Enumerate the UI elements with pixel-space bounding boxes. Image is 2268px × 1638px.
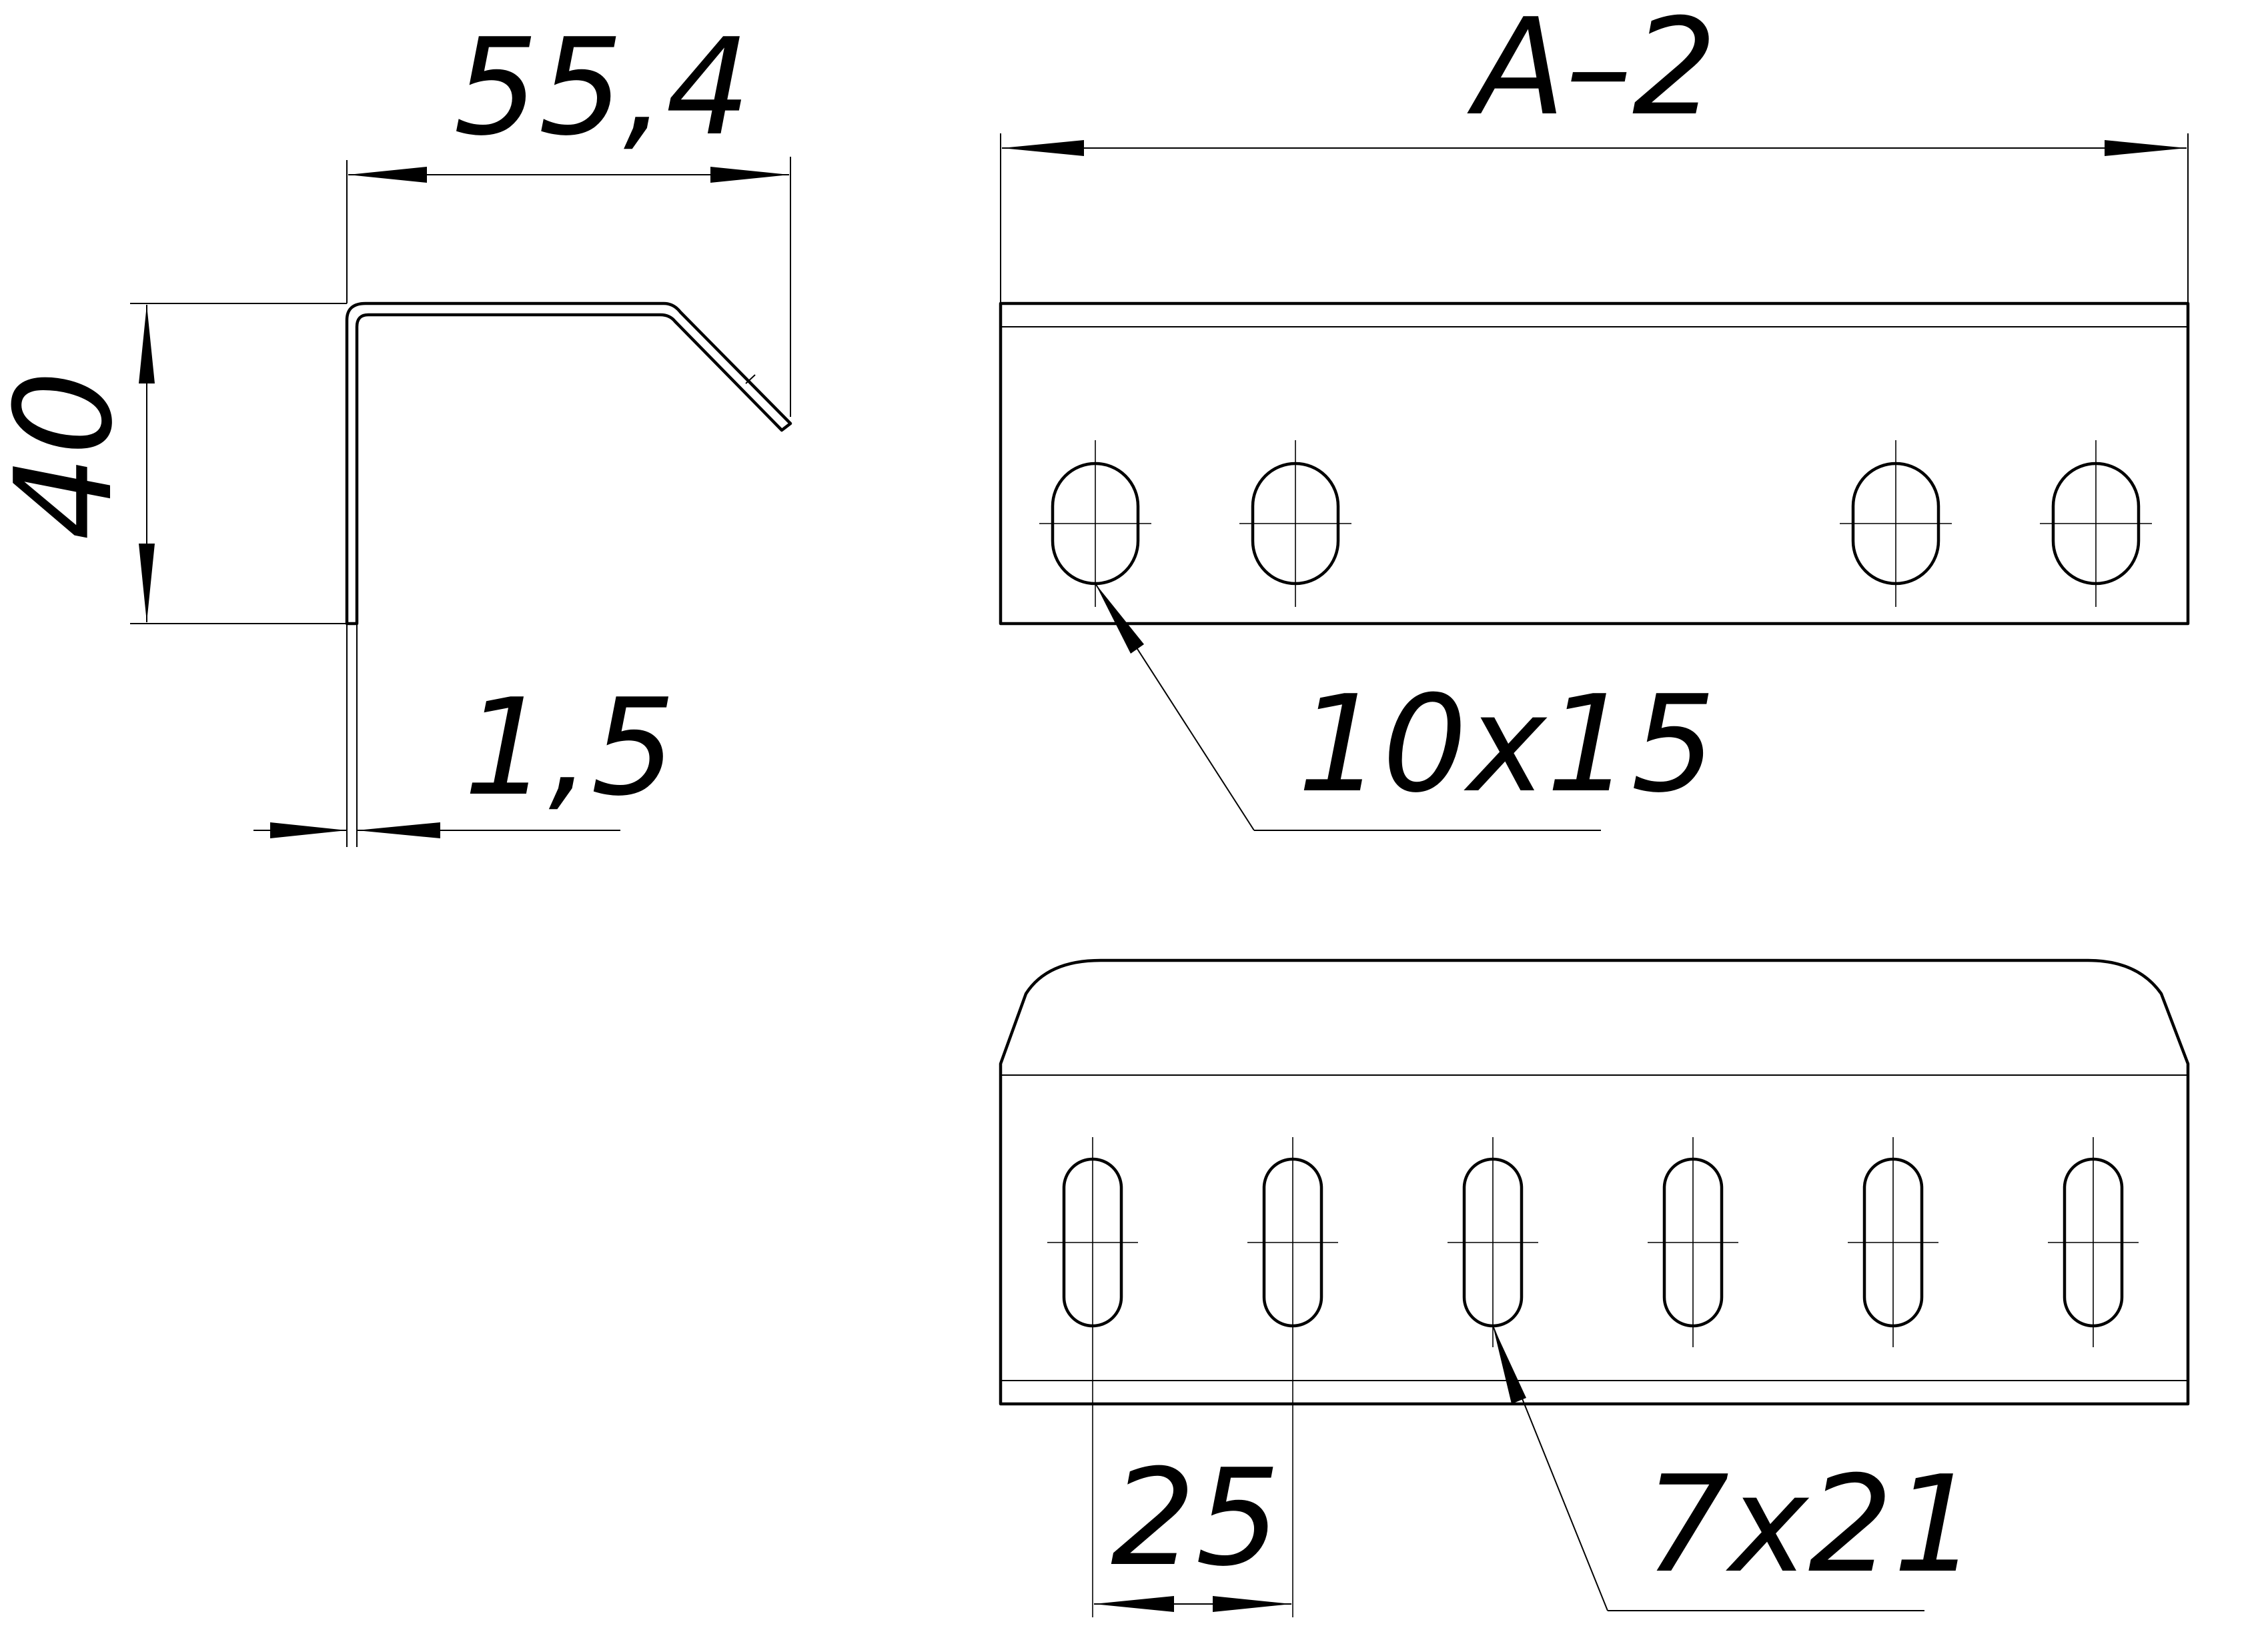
length-label: A–2 (1467, 0, 1717, 145)
pitch-label: 25 (1111, 1441, 1281, 1596)
slot-oval (1239, 440, 1351, 607)
pitch-dimension: 25 (1094, 1441, 1291, 1612)
slot-callout-top: 10x15 (1095, 583, 1716, 831)
slot-oval (1848, 1137, 1938, 1347)
slot-oval (1648, 1137, 1738, 1347)
side-view-profile (345, 301, 792, 626)
slot-oval (2048, 1137, 2139, 1347)
thickness-label: 1,5 (464, 670, 676, 826)
slot-oval (1247, 1137, 1338, 1617)
slot-oval (2040, 440, 2152, 607)
bottom-view-plate (999, 958, 2190, 1406)
width-dimension: 55,4 (346, 10, 791, 417)
bottom-slot-label: 7x21 (1644, 1447, 1978, 1603)
width-label: 55,4 (454, 10, 750, 165)
thickness-dimension: 1,5 (253, 624, 676, 847)
slot-oval (1448, 1137, 1538, 1347)
length-dimension: A–2 (1000, 0, 2189, 303)
top-view-plate (999, 301, 2190, 626)
slot-oval (1047, 1137, 1138, 1617)
slot-oval (1039, 440, 1151, 607)
top-view-slots (1039, 440, 2152, 607)
top-slot-label: 10x15 (1297, 667, 1716, 822)
bottom-view-slots (1047, 1137, 2139, 1617)
slot-oval (1840, 440, 1952, 607)
slot-callout-bottom: 7x21 (1492, 1325, 1978, 1611)
height-dimension: 40 (0, 303, 347, 624)
height-label: 40 (0, 371, 142, 541)
